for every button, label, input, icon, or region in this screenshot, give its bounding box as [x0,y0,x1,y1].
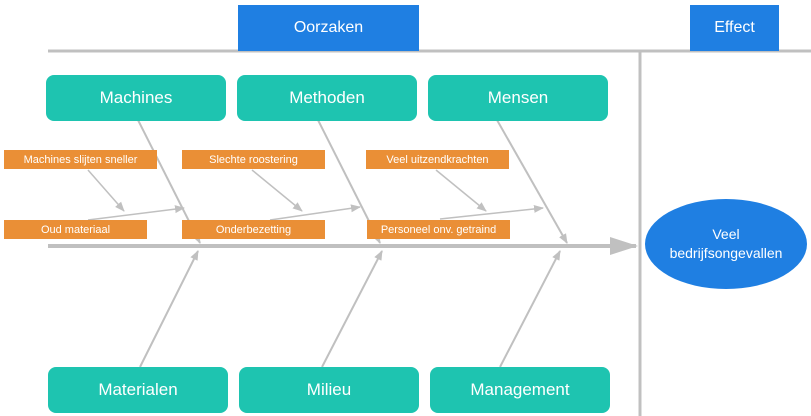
cause-oud-materiaal: Oud materiaal [4,220,147,239]
arrow-methoden-lower [269,204,361,221]
arrow-mensen-upper [435,169,487,212]
arrow-methoden-upper [251,169,303,212]
cause-veel-uitzendkrachten: Veel uitzendkrachten [366,150,509,169]
bone-milieu [321,250,383,368]
arrow-machines-upper [87,169,125,212]
cause-machines-slijten: Machines slijten sneller [4,150,157,169]
causes-header: Oorzaken [238,5,419,51]
cause-slechte-roostering: Slechte roostering [182,150,325,169]
category-methoden: Methoden [237,75,417,121]
category-milieu: Milieu [239,367,419,413]
arrow-machines-lower [87,205,185,221]
cause-onderbezetting: Onderbezetting [182,220,325,239]
category-mensen: Mensen [428,75,608,121]
bone-management [499,250,561,368]
bone-mensen [496,119,568,244]
arrow-mensen-lower [439,204,544,220]
cause-personeel-getraind: Personeel onv. getraind [367,220,510,239]
effect-header: Effect [690,5,779,51]
bone-materialen [139,250,199,368]
category-management: Management [430,367,610,413]
category-materialen: Materialen [48,367,228,413]
effect-label-line2: bedrijfsongevallen [669,245,783,261]
category-machines: Machines [46,75,226,121]
effect-label-line1: Veel [712,226,740,242]
effect-ellipse: Veel bedrijfsongevallen [645,199,807,289]
